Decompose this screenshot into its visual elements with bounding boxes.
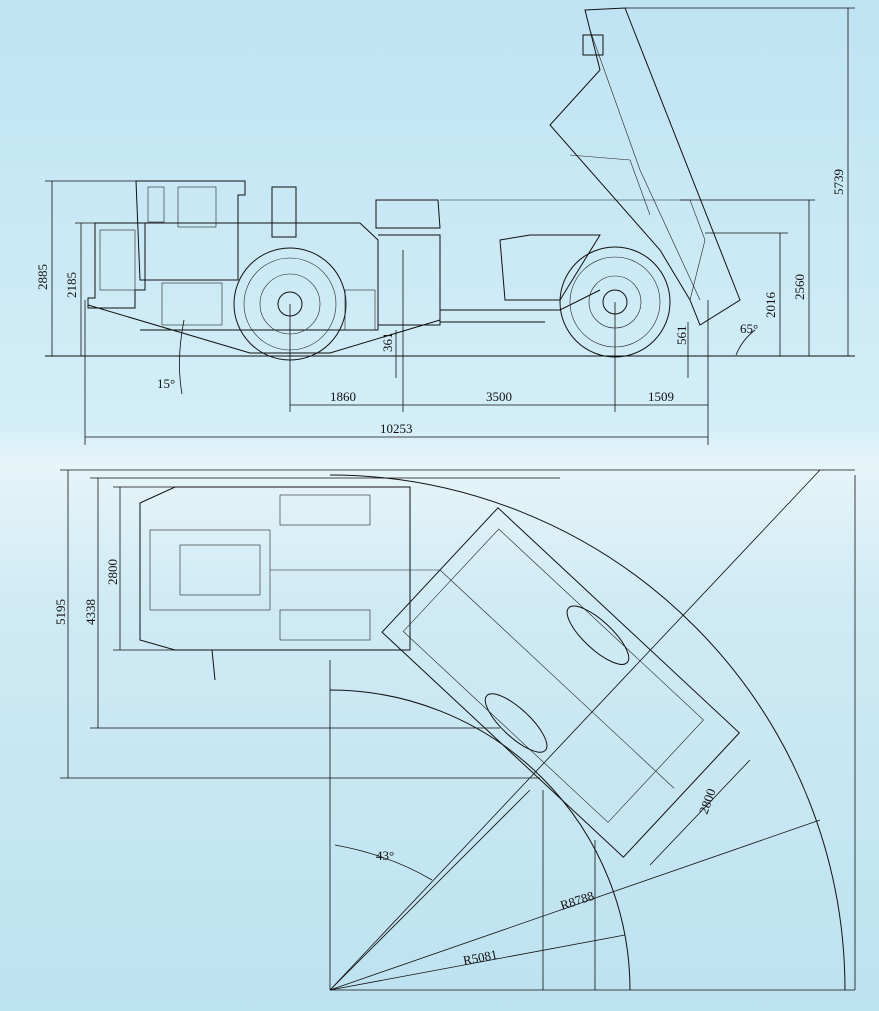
dim-mid-clearance: 361	[380, 333, 395, 353]
outer-radius-label: R8788	[558, 888, 596, 913]
dim-inner-turn-width: 4338	[83, 599, 98, 625]
dump-angle-label: 65°	[740, 321, 758, 336]
dim-outer-turn-width: 5195	[53, 599, 68, 625]
dim-overall-height: 2885	[35, 264, 50, 290]
dim-rear-overhang: 1509	[648, 389, 674, 404]
top-view: 43° R8788 R5081 2800 4338 5195	[53, 469, 856, 991]
outer-turn-arc	[329, 474, 846, 991]
dim-wheelbase: 3500	[486, 389, 512, 404]
dim-tailgate-height: 2016	[763, 292, 778, 319]
dim-rear-clearance: 561	[674, 326, 689, 346]
raised-dump-body	[549, 7, 741, 326]
rear-body	[381, 507, 741, 858]
dim-body-height: 2560	[792, 274, 807, 300]
inner-radius-label: R5081	[462, 947, 499, 968]
cab	[135, 180, 246, 281]
front-frame	[139, 486, 411, 651]
dim-front-axle-hinge: 1860	[330, 389, 356, 404]
engine-hood	[87, 222, 146, 309]
dim-overall-width: 2800	[105, 559, 120, 585]
articulation-angle-label: 43°	[376, 848, 394, 863]
dim-rear-body-width: 2800	[696, 786, 719, 816]
approach-angle-label: 15°	[157, 376, 175, 391]
body-front-guard	[375, 199, 441, 229]
side-view: 2885 2185 5739 2560 2016 561 361 65° 15°…	[35, 7, 855, 445]
dim-dump-height: 5739	[831, 169, 846, 195]
inner-turn-arc	[329, 689, 631, 991]
dim-overall-length: 10253	[380, 421, 413, 436]
dim-canopy-height: 2185	[64, 272, 79, 298]
